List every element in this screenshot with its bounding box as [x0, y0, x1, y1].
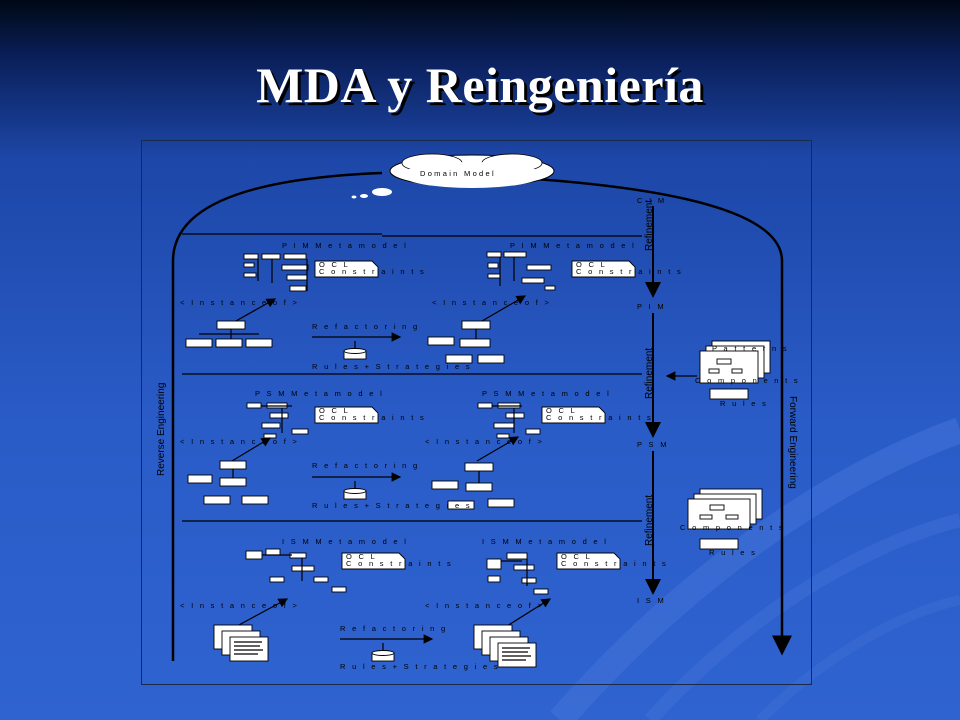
ocl-note: O C L C o n s t r a i n t s — [314, 260, 426, 278]
rules-database-icon — [371, 643, 395, 662]
level-psm: P S M — [637, 440, 669, 449]
rules-strategies-label: R u l e s + S t r a t e g i e s — [312, 501, 472, 510]
refactoring-label: R e f a c t o r i n g — [312, 461, 420, 470]
metamodel-diagram — [246, 402, 309, 439]
svg-text:O C L: O C L — [319, 406, 350, 415]
model-instance — [185, 320, 273, 348]
instance-of-left: < I n s t a n c e o f > — [180, 601, 299, 610]
svg-text:O C L: O C L — [546, 406, 577, 415]
svg-text:O C L: O C L — [346, 552, 377, 561]
refinement-label-2: Refinement — [644, 348, 655, 399]
pim-metamodel-right: P I M M e t a m o d e l — [510, 241, 636, 250]
refactoring-label: R e f a c t o r i n g — [312, 322, 420, 331]
instance-of-right: < I n s t a n c e o f > — [432, 298, 551, 307]
svg-text:C o n s t r a i n t s: C o n s t r a i n t s — [576, 267, 683, 276]
psm-metamodel-right: P S M M e t a m o d e l — [482, 389, 611, 398]
cloud-puffs — [351, 188, 392, 199]
domain-model-label: Domain Model — [420, 169, 496, 178]
model-instance — [431, 462, 515, 510]
svg-text:C o n s t r a i n t s: C o n s t r a i n t s — [319, 267, 426, 276]
metamodel-diagram — [477, 402, 541, 439]
row-ism: I S M M e t a m o d e l O C L C o n s t … — [180, 537, 668, 671]
patterns-components-stack: P a t t e r n s C o m p o n e n t s R u … — [665, 340, 800, 408]
psm-metamodel-left: P S M M e t a m o d e l — [255, 389, 384, 398]
ocl-note: O C L C o n s t r a i n t s — [571, 260, 683, 278]
refinement-label-3: Refinement — [644, 495, 655, 546]
svg-text:O C L: O C L — [319, 260, 350, 269]
svg-text:O C L: O C L — [576, 260, 607, 269]
ism-metamodel-left: I S M M e t a m o d e l — [282, 537, 408, 546]
forward-engineering-label: Forward Engineering — [787, 396, 798, 489]
slide-title: MDA y Reingeniería — [256, 57, 704, 113]
level-axis: C I M P I M P S M I S M — [637, 196, 669, 605]
level-cim: C I M — [637, 196, 666, 205]
pim-metamodel-left: P I M M e t a m o d e l — [282, 241, 408, 250]
level-ism: I S M — [637, 596, 666, 605]
ocl-note: O C L C o n s t r a i n t s — [541, 406, 653, 424]
svg-text:C o m p o n e n t s: C o m p o n e n t s — [680, 523, 785, 532]
svg-text:R u l e s: R u l e s — [709, 548, 757, 557]
svg-text:C o n s t r a i n t s: C o n s t r a i n t s — [561, 559, 668, 568]
mda-reengineering-diagram: Domain Model C I M P I M P S M I S M Ref… — [141, 140, 812, 685]
row-pim: P I M M e t a m o d e l O C L C o n s t … — [180, 241, 683, 371]
engineering-arc — [171, 171, 383, 661]
instance-of-right: < I n s t a n c e o f > — [425, 437, 544, 446]
level-pim: P I M — [637, 302, 666, 311]
ism-metamodel-right: I S M M e t a m o d e l — [482, 537, 608, 546]
svg-text:R u l e s: R u l e s — [720, 399, 768, 408]
svg-text:C o n s t r a i n t s: C o n s t r a i n t s — [346, 559, 453, 568]
row-psm: P S M M e t a m o d e l O C L C o n s t … — [180, 389, 653, 510]
svg-text:P a t t e r n s: P a t t e r n s — [712, 344, 789, 353]
rules-strategies-label: R u l e s + S t r a t e g i e s — [312, 362, 472, 371]
model-instance — [427, 320, 505, 364]
svg-text:C o n s t r a i n t s: C o n s t r a i n t s — [319, 413, 426, 422]
instance-of-left: < I n s t a n c e o f > — [180, 437, 299, 446]
metamodel-diagram — [486, 251, 556, 291]
svg-text:C o n s t r a i n t s: C o n s t r a i n t s — [546, 413, 653, 422]
svg-text:O C L: O C L — [561, 552, 592, 561]
domain-model-cloud: Domain Model — [389, 153, 555, 188]
svg-text:C o m p o n e n t s: C o m p o n e n t s — [695, 376, 800, 385]
source-code-documents — [473, 624, 537, 668]
reverse-engineering-label: Reverse Engineering — [156, 383, 167, 476]
metamodel-diagram — [245, 548, 347, 593]
refinement-label-1: Refinement — [644, 200, 655, 251]
rules-strategies-label: R u l e s + S t r a t e g i e s — [340, 662, 500, 671]
instance-of-right: < I n s t a n c e o f > — [425, 601, 544, 610]
ocl-note: O C L C o n s t r a i n t s — [314, 406, 426, 424]
instance-of-left: < I n s t a n c e o f > — [180, 298, 299, 307]
ocl-note: O C L C o n s t r a i n t s — [341, 552, 453, 570]
components-stack: C o m p o n e n t s R u l e s — [680, 488, 785, 557]
metamodel-diagram — [486, 552, 549, 595]
refactoring-label: R e f a c t o r i n g — [340, 624, 448, 633]
rules-database-icon — [343, 341, 367, 360]
metamodel-diagram — [243, 253, 309, 292]
source-code-documents — [213, 624, 269, 662]
ocl-note: O C L C o n s t r a i n t s — [556, 552, 668, 570]
model-instance — [187, 460, 269, 505]
rules-database-icon — [343, 481, 367, 500]
